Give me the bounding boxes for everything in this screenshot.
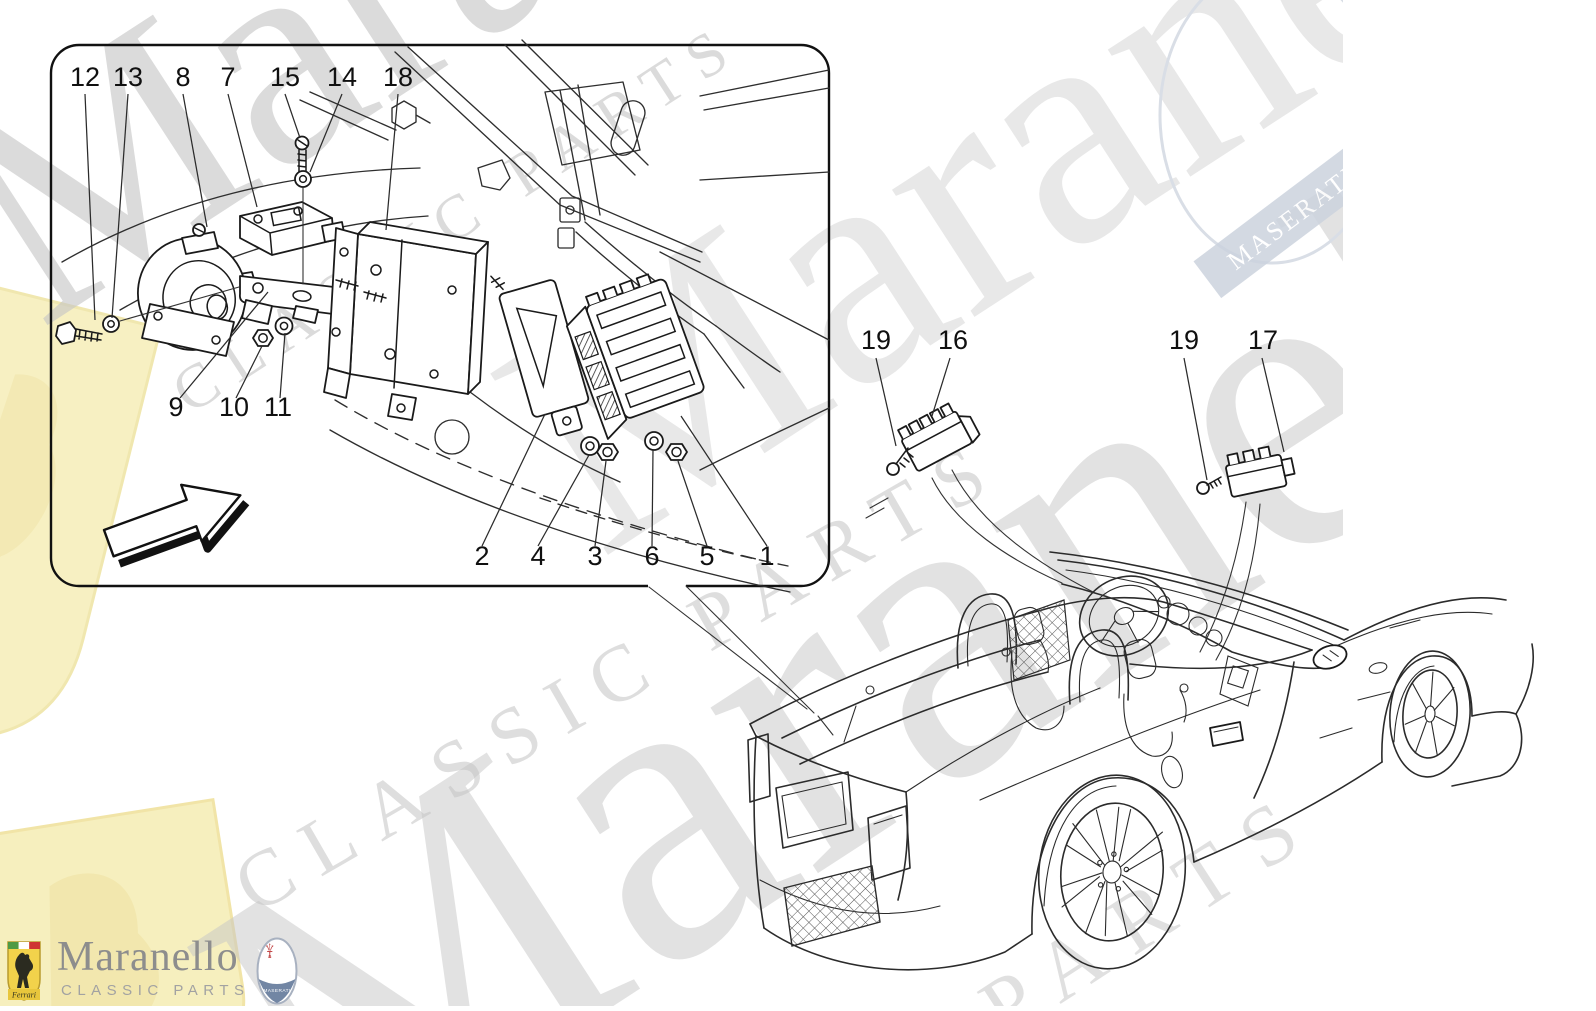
part-callout-3-12: 3 — [587, 541, 602, 571]
part-callout-15-4: 15 — [270, 62, 300, 92]
part-callout-14-5: 14 — [327, 62, 357, 92]
chassis-background — [61, 39, 830, 593]
inset-detail-box — [49, 39, 834, 736]
footer-brand-logo: Ferrari Maranello CLASSIC PARTS MASERATI — [0, 930, 320, 1006]
part-callout-6-13: 6 — [644, 541, 659, 571]
inset-box-outline — [49, 43, 831, 588]
part-cover-plate-2 — [490, 275, 590, 437]
part-callout-8-2: 8 — [175, 62, 190, 92]
logo-subtitle: CLASSIC PARTS — [61, 982, 250, 999]
maserati-badge-logo: MASERATI — [256, 937, 298, 1005]
part-callout-10-8: 10 — [219, 392, 249, 422]
part-module-16 — [897, 402, 981, 472]
fuel-cap — [1161, 755, 1183, 789]
leader-break-marks — [865, 497, 889, 519]
part-washer-4 — [580, 436, 600, 456]
car-windshield — [1049, 551, 1507, 670]
direction-arrow — [102, 483, 250, 568]
module-16-pointer-curves — [931, 469, 1094, 593]
front-wheel — [1389, 650, 1471, 778]
part-nut-5 — [665, 443, 688, 461]
part-module-17 — [1225, 445, 1296, 498]
part-callout-16-17: 16 — [938, 325, 968, 355]
part-washer-11 — [274, 316, 294, 336]
antenna — [843, 705, 857, 743]
part-holder-frame — [323, 221, 489, 421]
part-callout-1-15: 1 — [759, 541, 774, 571]
headrest — [1013, 606, 1045, 646]
logo-title: Maranello — [57, 934, 239, 980]
rear-wheel — [1037, 774, 1187, 970]
part-nut-10 — [252, 329, 274, 347]
module-17-pointer-curves — [1199, 501, 1261, 661]
trident-icon — [1419, 351, 1596, 1006]
ferrari-shield-watermark-left — [0, 281, 163, 740]
leader-lines — [84, 93, 768, 547]
part-callout-13-1: 13 — [113, 62, 143, 92]
part-ecu-1 — [565, 273, 705, 440]
part-callout-4-11: 4 — [530, 541, 545, 571]
ferrari-shield-text: Ferrari — [11, 991, 36, 1000]
part-callout-7-3: 7 — [220, 62, 235, 92]
control-modules — [865, 357, 1296, 661]
ferrari-shield-logo: Ferrari — [7, 941, 41, 1001]
part-callout-5-14: 5 — [699, 541, 714, 571]
part-callout-19-18: 19 — [1169, 325, 1199, 355]
side-marker — [1368, 662, 1388, 674]
part-callout-19-16: 19 — [861, 325, 891, 355]
part-nut-3 — [596, 443, 619, 461]
part-washer-14 — [294, 170, 312, 285]
part-callout-17-19: 17 — [1248, 325, 1278, 355]
car-cockpit — [956, 575, 1323, 757]
car-illustration — [747, 551, 1535, 971]
part-callout-9-7: 9 — [168, 392, 183, 422]
wheel-arch-inner — [1393, 665, 1435, 743]
ferrari-shield-watermark-bottom — [0, 797, 246, 1006]
part-washer-6 — [644, 431, 664, 451]
part-washer-13 — [102, 286, 240, 333]
part-callout-2-10: 2 — [474, 541, 489, 571]
car-rear-fascia — [747, 733, 941, 947]
steering-wheel — [1078, 575, 1170, 657]
part-callout-11-9: 11 — [264, 392, 292, 422]
part-horn-8 — [137, 223, 261, 357]
part-bolt-12 — [55, 321, 103, 345]
part-callout-12-0: 12 — [70, 62, 100, 92]
side-mirror — [1312, 644, 1348, 670]
maserati-badge-text: MASERATI — [263, 988, 290, 994]
part-screw-15 — [294, 135, 310, 173]
part-screw-19b — [1196, 476, 1222, 495]
part-callout-18-6: 18 — [383, 62, 413, 92]
bumper-mesh-grille — [783, 865, 881, 947]
prancing-horse-icon — [15, 952, 34, 988]
part-screw-19a — [886, 447, 914, 476]
headrest — [1123, 638, 1157, 680]
module-leader-lines — [875, 357, 1285, 481]
wheel-arch-inner — [1043, 785, 1117, 907]
wind-deflector — [1007, 599, 1071, 681]
